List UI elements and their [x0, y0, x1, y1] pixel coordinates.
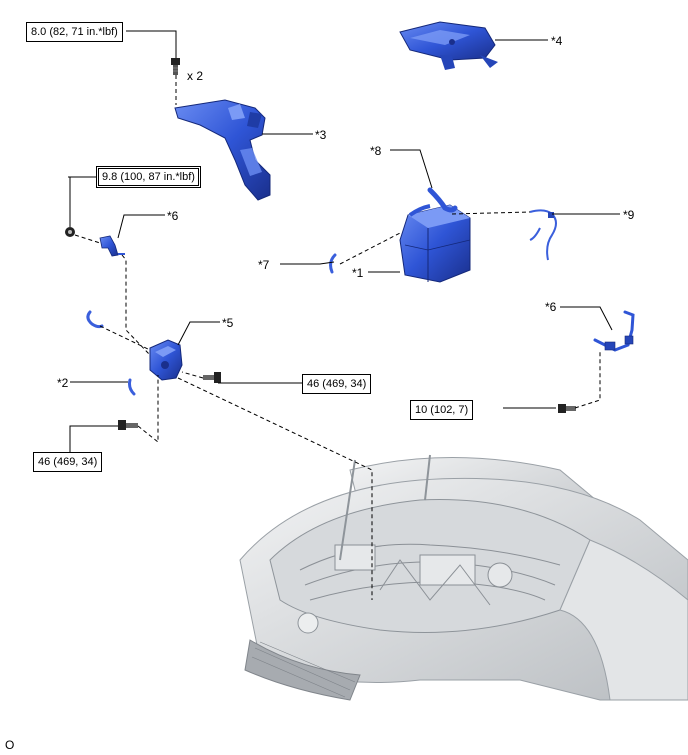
callout-8: *8: [370, 144, 382, 158]
nut-ground: [65, 227, 75, 237]
part-9-harness: [529, 209, 557, 261]
bolt-washer-right: [203, 372, 221, 383]
bolt-bracket: [171, 58, 180, 75]
bolt-harness: [558, 404, 576, 413]
torque-spec-washer-bolt-left: 46 (469, 34): [33, 452, 103, 472]
illustration-code: O: [5, 738, 15, 752]
part-2-hose: [128, 378, 136, 396]
callout-9: *9: [623, 208, 635, 222]
part-8-hose: [408, 187, 458, 217]
torque-spec-ground-nut: 9.8 (100, 87 in.*lbf): [96, 166, 201, 188]
callout-3: *3: [315, 128, 327, 142]
assembly-lines: [74, 75, 601, 600]
callout-7: *7: [258, 258, 270, 272]
callout-6-right: *6: [545, 300, 557, 314]
engine-compartment-illustration: [239, 454, 688, 701]
part-3-bracket: [174, 99, 271, 201]
bolt-washer-left: [118, 420, 138, 430]
callout-4: *4: [551, 34, 563, 48]
part-6-harness-right: [593, 310, 635, 352]
part-7-hose: [329, 253, 337, 274]
callout-1: *1: [352, 266, 364, 280]
callout-2: *2: [57, 376, 69, 390]
quantity-note: x 2: [187, 69, 204, 83]
part-6-harness-left: [99, 235, 125, 257]
leader-lines: [68, 30, 620, 456]
callout-6-left: *6: [167, 209, 179, 223]
torque-spec-harness-bolt: 10 (102, 7): [410, 400, 474, 420]
part-5-pump: [149, 339, 183, 381]
callout-5: *5: [222, 316, 234, 330]
torque-spec-washer-bolt-right: 46 (469, 34): [302, 374, 372, 394]
part-4-cover: [399, 21, 498, 70]
torque-spec-bracket-bolt: 8.0 (82, 71 in.*lbf): [26, 22, 123, 42]
part-small-hose: [86, 310, 104, 329]
part-1-washer-tank: [399, 204, 471, 283]
